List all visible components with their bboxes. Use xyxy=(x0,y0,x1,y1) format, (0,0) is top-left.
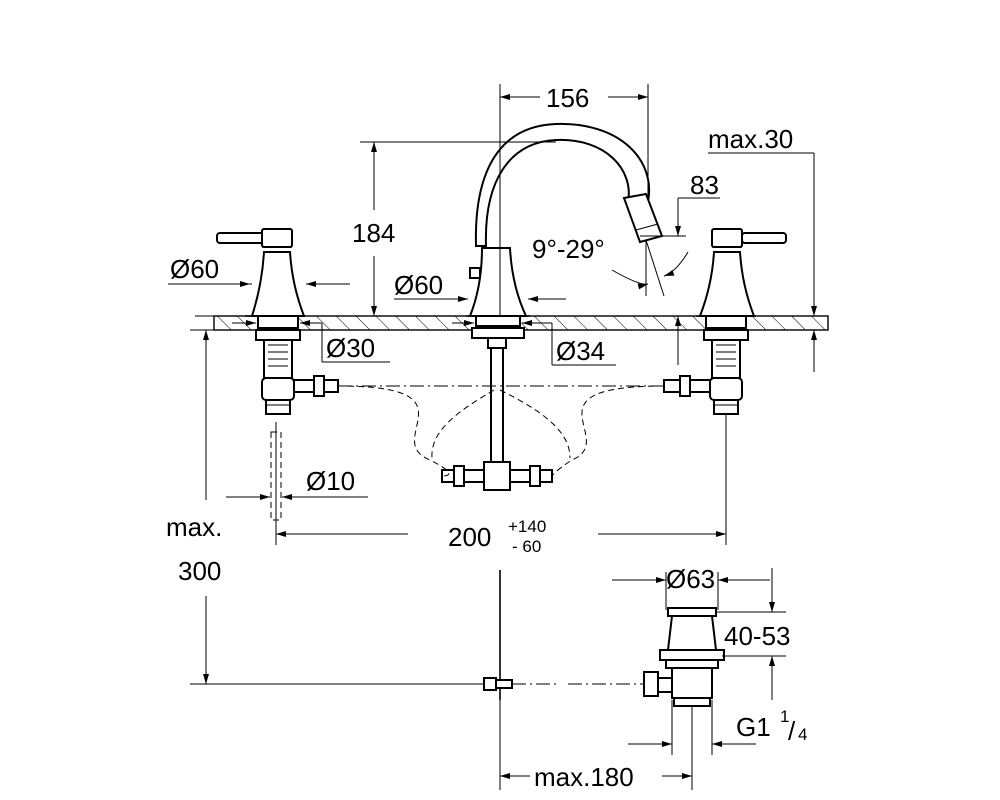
label-pull-rod-reach: max.180 xyxy=(534,762,634,792)
dimension-lines xyxy=(168,84,817,790)
label-drain-range: 40-53 xyxy=(724,621,791,651)
label-max-depth: max. xyxy=(166,512,222,542)
label-handle-diameter: Ø60 xyxy=(170,254,219,284)
label-spout-height: 184 xyxy=(352,218,395,248)
label-spout-reach: 156 xyxy=(546,83,589,113)
label-drain-thread-num: 1 xyxy=(780,707,789,726)
dimension-labels: 156 184 max.30 83 9°-29° Ø60 Ø60 Ø30 Ø34… xyxy=(166,83,807,792)
label-drain-thread-den: 4 xyxy=(798,725,807,744)
label-shank-diameter-handle: Ø30 xyxy=(326,333,375,363)
label-spout-angle: 9°-29° xyxy=(532,234,605,264)
supply-pipe-stub xyxy=(270,422,282,545)
label-drain-thread-slash: / xyxy=(788,716,796,746)
supply-hoses xyxy=(337,385,665,477)
label-drain-diameter: Ø63 xyxy=(666,564,715,594)
left-handle-valve xyxy=(216,228,339,415)
spout xyxy=(441,122,664,491)
right-handle-valve xyxy=(663,228,787,415)
label-spread-plus: +140 xyxy=(508,517,546,536)
label-spread-minus: - 60 xyxy=(512,537,541,556)
label-spout-base-diameter: Ø60 xyxy=(394,270,443,300)
label-max-depth-value: 300 xyxy=(178,556,221,586)
label-max-deck: max.30 xyxy=(708,124,793,154)
label-connection-diameter: Ø10 xyxy=(306,466,355,496)
label-shank-diameter-spout: Ø34 xyxy=(556,336,605,366)
label-outlet-height: 83 xyxy=(690,170,719,200)
label-drain-thread: G1 xyxy=(736,712,771,742)
label-spread-base: 200 xyxy=(448,522,491,552)
